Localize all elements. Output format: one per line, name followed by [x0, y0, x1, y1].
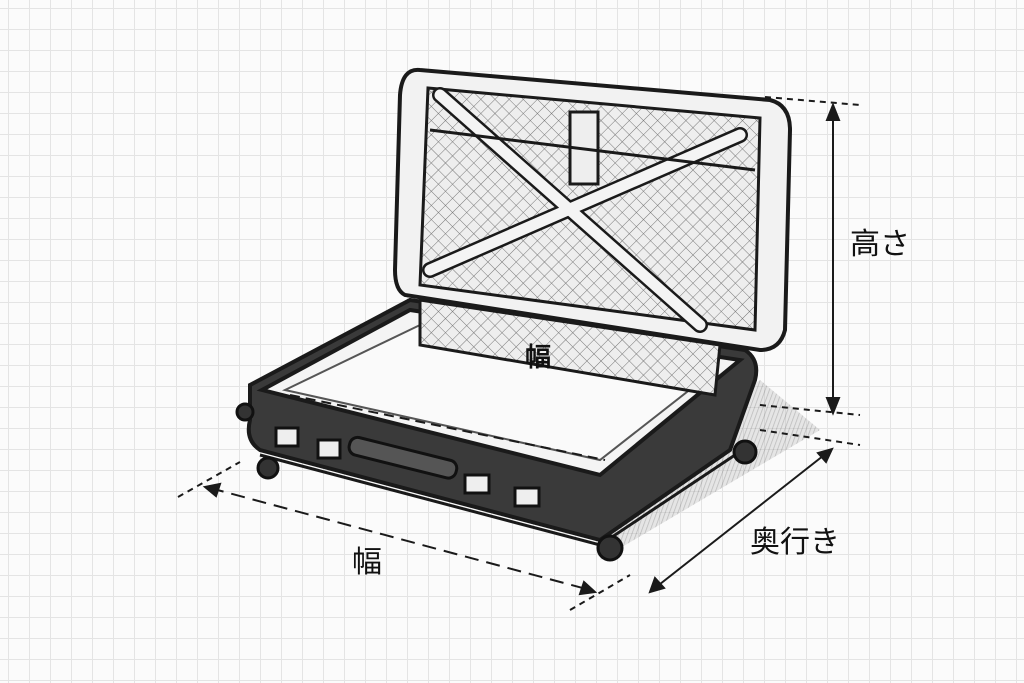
depth-label: 奥行き [750, 525, 840, 560]
wheels [235, 402, 758, 562]
suitcase-base [235, 297, 759, 562]
dimension-lines [177, 96, 861, 611]
width-outer-label: 幅 [352, 545, 382, 580]
width-inner-label: 幅 [525, 343, 552, 373]
suitcase-lid [392, 67, 793, 353]
height-label: 高さ [850, 227, 910, 262]
